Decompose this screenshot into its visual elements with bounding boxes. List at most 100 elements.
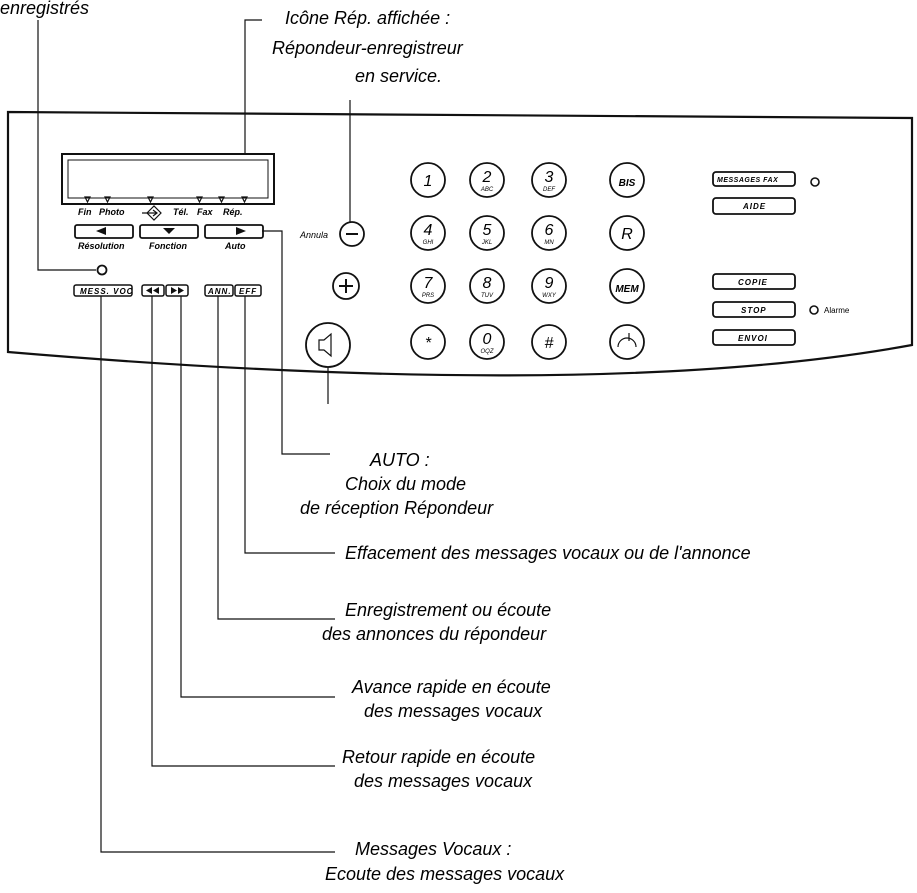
plus-button[interactable] [332, 272, 360, 300]
key-sublabel: GHI [423, 240, 434, 246]
key-label: 8 [483, 275, 492, 292]
eff-button[interactable]: EFF [234, 284, 262, 297]
arrow-down-icon [163, 228, 175, 234]
key-mem-button[interactable]: MEM [609, 268, 645, 304]
callout-rew-line1: Retour rapide en écoute [342, 747, 535, 767]
key-label: MEM [615, 284, 639, 295]
aide-button[interactable]: AIDE [712, 197, 796, 215]
label-resolution: Résolution [78, 241, 125, 251]
label-rep: Rép. [223, 207, 243, 217]
fast-forward-button[interactable] [165, 284, 189, 297]
callout-rep-icon-line1: Icône Rép. affichée : [285, 8, 450, 28]
envoi-label: ENVOI [738, 334, 768, 343]
leader-rep-icon [244, 19, 262, 195]
ann-button[interactable]: ANN. [204, 284, 234, 297]
key-label: # [545, 335, 555, 352]
key-sublabel: DEF [543, 187, 555, 193]
key-pause-button[interactable] [609, 324, 645, 360]
messages-led [96, 264, 108, 276]
callout-auto-line1: AUTO : [369, 450, 430, 470]
key-label: R [621, 226, 633, 243]
copie-label: COPIE [738, 278, 768, 287]
key-bis-button[interactable]: BIS [609, 162, 645, 198]
messages-fax-led [810, 177, 820, 187]
eff-label: EFF [239, 287, 257, 296]
key-label: 7 [424, 275, 434, 292]
key-label: 9 [545, 275, 554, 292]
speaker-button[interactable] [305, 322, 351, 368]
leader-auto [262, 230, 330, 455]
rewind-button[interactable] [141, 284, 165, 297]
key-label: * [425, 335, 432, 352]
envoi-button[interactable]: ENVOI [712, 329, 796, 346]
lcd-indicators [84, 196, 248, 204]
stop-label: STOP [741, 306, 767, 315]
fax-panel-body [6, 110, 914, 377]
callout-rep-icon-line2: Répondeur-enregistreur [272, 38, 464, 58]
callout-auto-line3: de réception Répondeur [300, 498, 494, 518]
speaker-icon [318, 332, 332, 358]
key-sublabel: TUV [481, 293, 494, 299]
key-label: 5 [483, 222, 492, 239]
leader-ff [180, 296, 335, 698]
key-sublabel: JKL [481, 240, 492, 246]
indicator-fax [218, 196, 225, 204]
callout-ann-line2: des annonces du répondeur [322, 624, 547, 644]
stop-button[interactable]: STOP [712, 301, 796, 318]
arrow-left-icon [96, 227, 106, 235]
key-6-button[interactable]: 6MN [531, 215, 567, 251]
fonction-button[interactable] [139, 224, 199, 239]
navigation-icon [142, 205, 162, 221]
key-sublabel: ABC [480, 187, 494, 193]
auto-button[interactable] [204, 224, 264, 239]
callout-rep-icon-line3: en service. [355, 66, 442, 86]
resolution-button[interactable] [74, 224, 134, 239]
mess-voc-label: MESS. VOC [80, 287, 133, 296]
indicator-rep [241, 196, 248, 204]
messages-fax-button[interactable]: MESSAGES FAX [712, 171, 796, 187]
label-photo: Photo [99, 207, 125, 217]
mess-voc-button[interactable]: MESS. VOC [73, 284, 133, 297]
copie-button[interactable]: COPIE [712, 273, 796, 290]
key-hash-button[interactable]: # [531, 324, 567, 360]
indicator-tel [196, 196, 203, 204]
key-sublabel: PRS [422, 293, 434, 299]
aide-label: AIDE [742, 202, 766, 211]
key-label: 1 [424, 173, 433, 190]
key-1-button[interactable]: 1 [410, 162, 446, 198]
key-label: 6 [545, 222, 554, 239]
key-r-button[interactable]: R [609, 215, 645, 251]
callout-auto-line2: Choix du mode [345, 474, 466, 494]
label-fin: Fin [78, 207, 92, 217]
rewind-icon [146, 287, 159, 294]
key-label: 3 [545, 169, 554, 186]
label-tel: Tél. [173, 207, 189, 217]
lcd-display [61, 153, 275, 205]
callout-ff-line2: des messages vocaux [364, 701, 543, 721]
label-auto: Auto [224, 241, 246, 251]
alarm-led [809, 305, 819, 315]
minus-button[interactable] [339, 221, 365, 247]
callout-rew-line2: des messages vocaux [354, 771, 533, 791]
callout-erase: Effacement des messages vocaux ou de l'a… [345, 543, 751, 563]
fast-forward-icon [171, 287, 184, 294]
leader-rew [151, 296, 335, 767]
callout-ff-line1: Avance rapide en écoute [351, 677, 551, 697]
callout-recorded-partial: enregistrés [0, 0, 89, 18]
key-star-button[interactable]: * [410, 324, 446, 360]
arrow-right-icon [236, 227, 246, 235]
leader-recorded [37, 20, 96, 271]
ann-label: ANN. [207, 287, 232, 296]
label-fonction: Fonction [149, 241, 187, 251]
leader-mess-voc [100, 296, 335, 853]
